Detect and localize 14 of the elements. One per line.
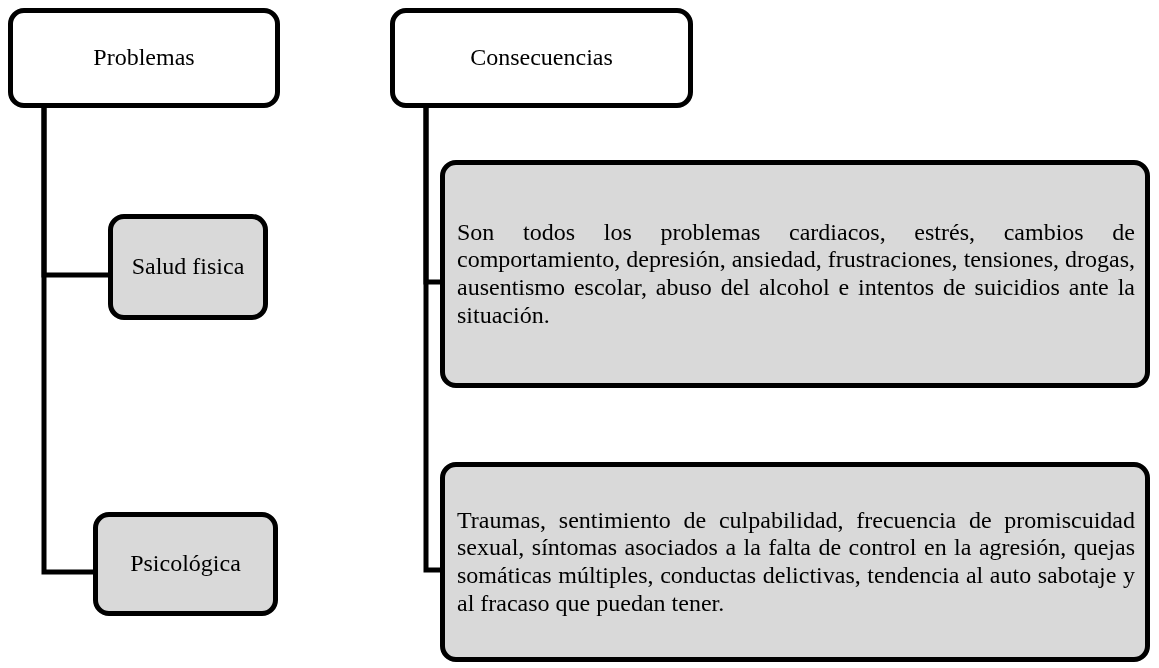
box-label: Consecuencias xyxy=(470,44,613,72)
category-box xyxy=(93,512,278,616)
heading-box xyxy=(390,8,693,108)
box-label: Problemas xyxy=(93,44,195,72)
description-text: Son todos los problemas cardiacos, estrés, cambios de comportamiento, depresión, ansiedad, frustraciones, tensiones, drogas, ausentismo escolar, abuso del alcohol e intentos de suicidios ante la situación. xyxy=(457,218,1135,330)
box-label: Psicológica xyxy=(130,550,241,578)
box-label: Salud fisica xyxy=(131,253,245,281)
heading-box xyxy=(8,8,280,108)
category-box xyxy=(108,214,268,320)
connector-line xyxy=(423,108,440,573)
text-box xyxy=(440,462,1150,662)
description-text: Traumas, sentimiento de culpabilidad, frecuencia de promiscuidad sexual, síntomas asociados a la falta de control en la agresión, quejas somáticas múltiples, conductas delictivas, tendencia al auto sabotaje y al fracaso que puedan tener. xyxy=(457,506,1135,618)
text-box xyxy=(440,160,1150,388)
connector-line xyxy=(41,108,93,575)
